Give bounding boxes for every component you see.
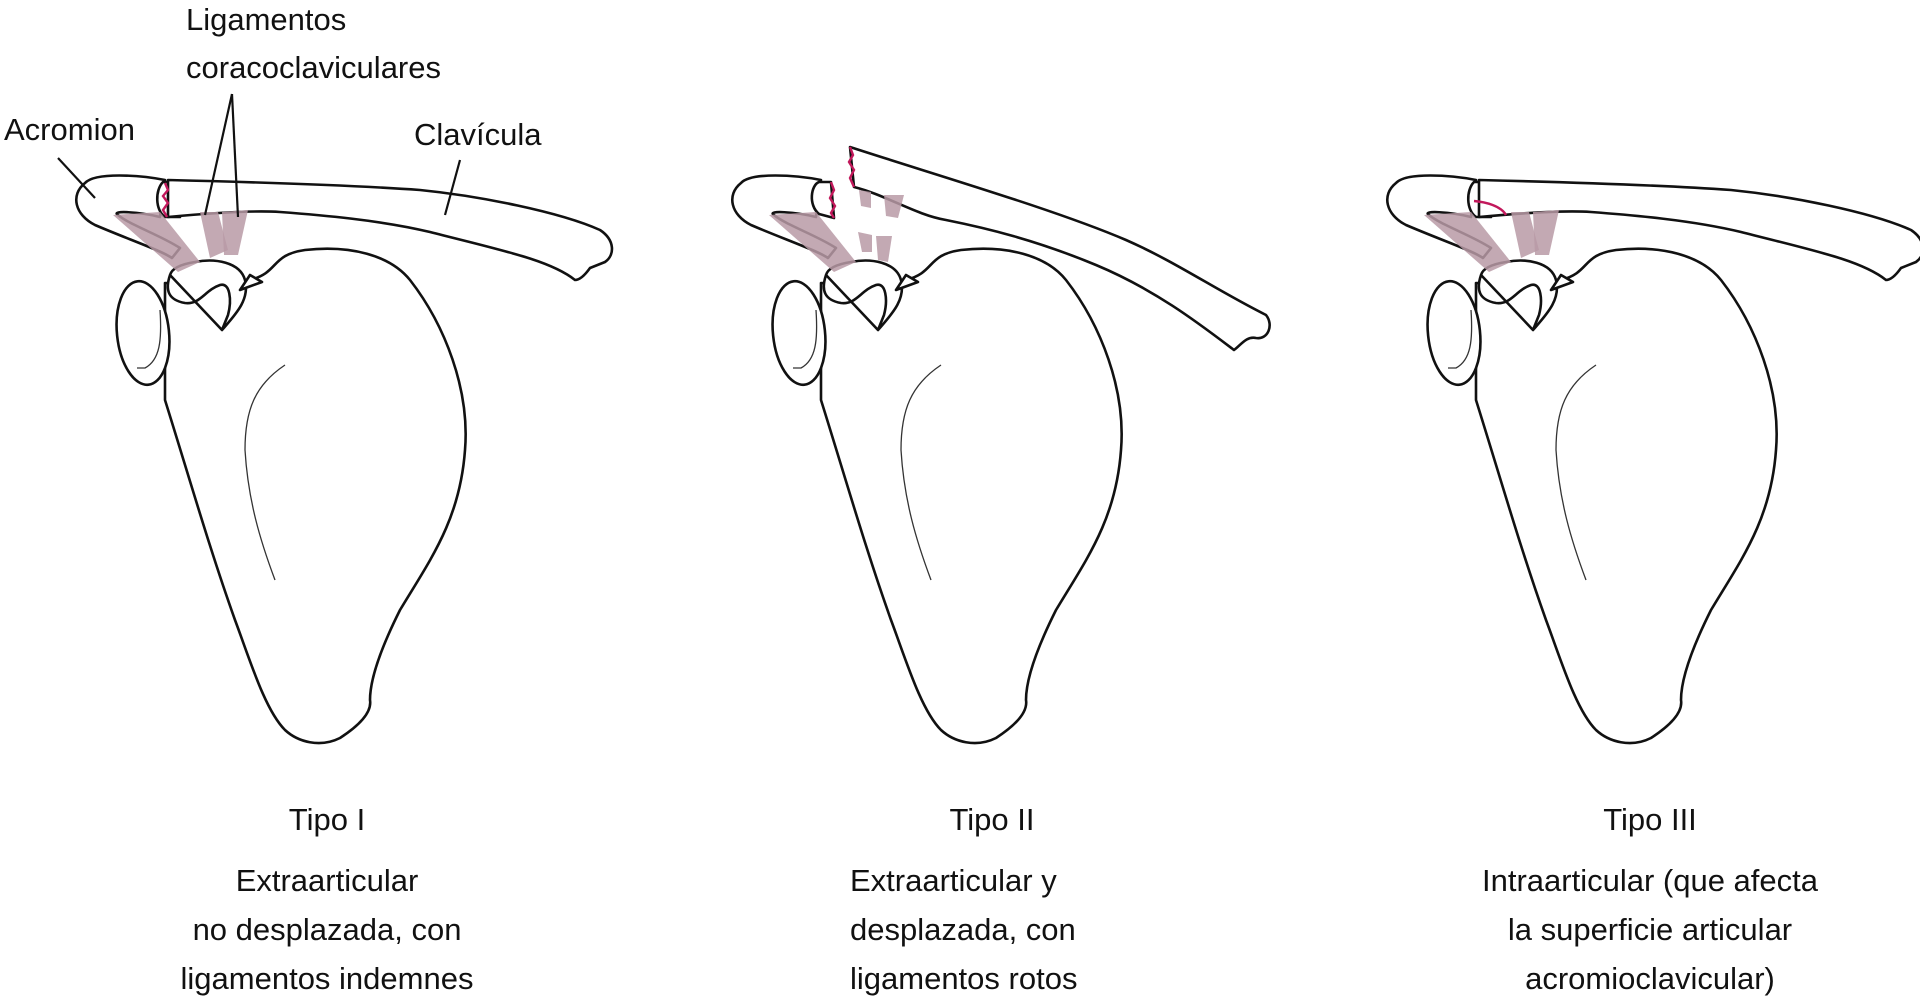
panel-1-desc-line: no desplazada, con xyxy=(192,912,462,947)
panel-2-caption: Extraarticular y desplazada, con ligamen… xyxy=(850,856,1190,1003)
panel-3-desc-line: acromioclavicular) xyxy=(1525,961,1775,996)
acromion-label: Acromion xyxy=(4,112,135,147)
panel-1-title: Tipo I xyxy=(288,802,366,837)
panel-2-desc-line: desplazada, con xyxy=(850,912,1076,947)
panel-2-title: Tipo II xyxy=(949,802,1035,837)
panel-1-illustration xyxy=(57,93,614,745)
clavicle-label: Clavícula xyxy=(414,117,542,152)
panel-3-illustration xyxy=(1386,174,1920,745)
panel-3-desc-line: la superficie articular xyxy=(1507,912,1793,947)
panel-1-caption: Tipo I Extraarticular no desplazada, con… xyxy=(127,795,527,1003)
panel-3-caption: Tipo III Intraarticular (que afecta la s… xyxy=(1440,795,1860,1003)
panel-2-illustration xyxy=(731,145,1271,745)
panel-3-title: Tipo III xyxy=(1603,802,1697,837)
ligaments-label-line2: coracoclaviculares xyxy=(186,50,441,85)
panel-1-desc-line: Extraarticular xyxy=(235,863,419,898)
panel-2-title-wrap: Tipo II xyxy=(892,795,1092,856)
panel-3-desc-line: Intraarticular (que afecta xyxy=(1481,863,1818,898)
panel-2-desc-line: ligamentos rotos xyxy=(850,961,1078,996)
panel-2-desc-line: Extraarticular y xyxy=(850,863,1057,898)
panel-1-desc-line: ligamentos indemnes xyxy=(180,961,474,996)
ligaments-label-line1: Ligamentos xyxy=(186,2,347,37)
